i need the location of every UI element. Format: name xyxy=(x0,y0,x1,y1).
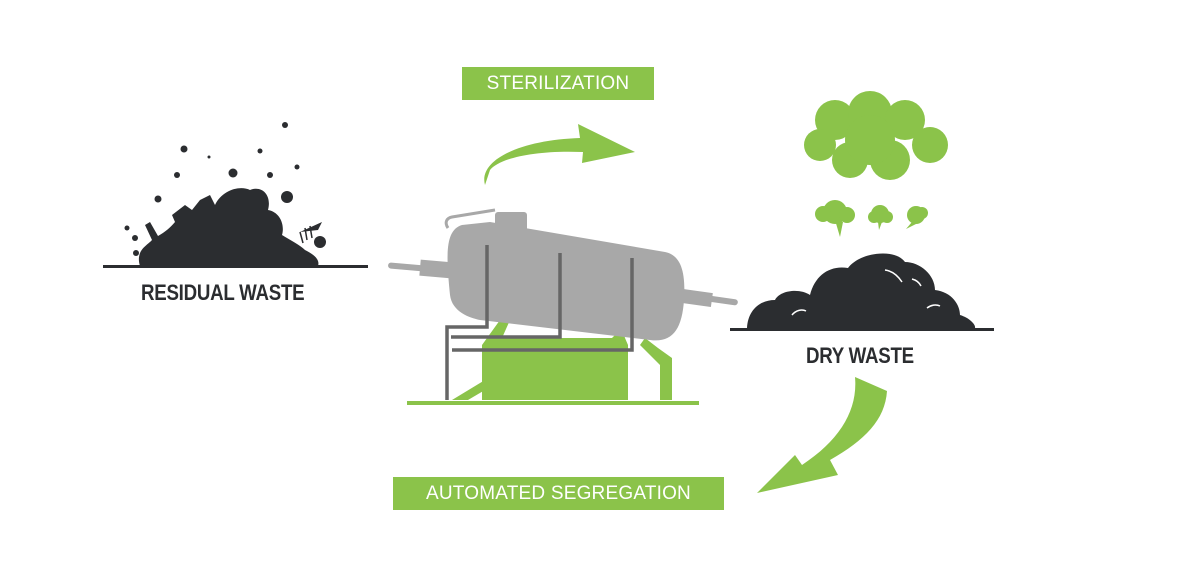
residual-waste-label: RESIDUAL WASTE xyxy=(141,280,305,305)
dry-waste-pile-icon xyxy=(730,253,994,331)
dry-waste-label: DRY WASTE xyxy=(806,343,914,368)
waste-pile-icon xyxy=(103,122,368,268)
sterilization-label: STERILIZATION xyxy=(462,67,654,100)
autoclave-icon xyxy=(388,208,738,405)
steam-cloud-icon xyxy=(804,91,948,237)
automated-segregation-label: AUTOMATED SEGREGATION xyxy=(393,477,724,510)
curved-arrow-down-left-icon xyxy=(757,377,887,493)
curved-arrow-right-icon xyxy=(484,124,635,185)
